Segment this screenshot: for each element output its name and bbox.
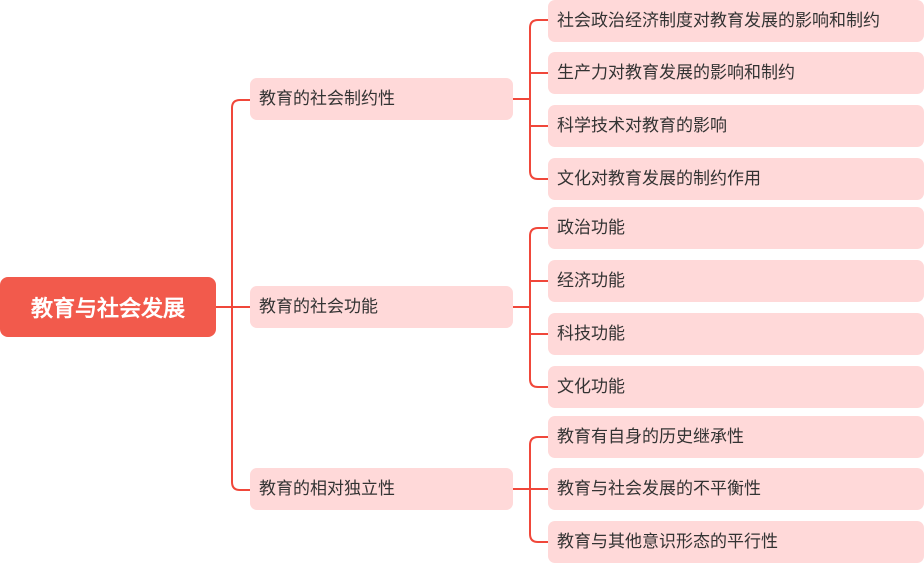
leaf-topic[interactable]: 教育与社会发展的不平衡性 — [548, 468, 924, 510]
leaf-label: 教育与其他意识形态的平行性 — [557, 532, 778, 552]
branch-relative-independence[interactable]: 教育的相对独立性 — [250, 468, 513, 510]
leaf-topic[interactable]: 科技功能 — [548, 313, 924, 355]
leaf-label: 文化对教育发展的制约作用 — [557, 169, 761, 189]
leaf-label: 教育与社会发展的不平衡性 — [557, 479, 761, 499]
leaf-label: 教育有自身的历史继承性 — [557, 427, 744, 447]
root-topic[interactable]: 教育与社会发展 — [0, 277, 216, 337]
leaf-topic[interactable]: 文化功能 — [548, 366, 924, 408]
branch-social-constraints[interactable]: 教育的社会制约性 — [250, 78, 513, 120]
leaf-label: 科学技术对教育的影响 — [557, 116, 727, 136]
root-topic-label: 教育与社会发展 — [30, 297, 185, 322]
leaf-label: 生产力对教育发展的影响和制约 — [557, 63, 795, 83]
leaf-label: 文化功能 — [557, 377, 625, 397]
connector-branch-1 — [512, 19, 549, 180]
leaf-topic[interactable]: 文化对教育发展的制约作用 — [548, 158, 924, 200]
leaf-label: 经济功能 — [557, 271, 625, 291]
leaf-topic[interactable]: 教育与其他意识形态的平行性 — [548, 521, 924, 563]
branch-label: 教育的社会制约性 — [259, 89, 395, 109]
connector-root-branches — [215, 99, 251, 491]
leaf-topic[interactable]: 教育有自身的历史继承性 — [548, 416, 924, 458]
branch-label: 教育的相对独立性 — [259, 479, 395, 499]
leaf-topic[interactable]: 生产力对教育发展的影响和制约 — [548, 52, 924, 94]
leaf-topic[interactable]: 政治功能 — [548, 207, 924, 249]
leaf-label: 社会政治经济制度对教育发展的影响和制约 — [557, 11, 880, 31]
leaf-topic[interactable]: 社会政治经济制度对教育发展的影响和制约 — [548, 0, 924, 42]
connector-branch-2 — [512, 227, 549, 388]
branch-social-functions[interactable]: 教育的社会功能 — [250, 286, 513, 328]
leaf-label: 科技功能 — [557, 324, 625, 344]
connector-branch-3 — [512, 436, 549, 543]
branch-label: 教育的社会功能 — [259, 297, 378, 317]
leaf-topic[interactable]: 经济功能 — [548, 260, 924, 302]
leaf-topic[interactable]: 科学技术对教育的影响 — [548, 105, 924, 147]
leaf-label: 政治功能 — [557, 218, 625, 238]
